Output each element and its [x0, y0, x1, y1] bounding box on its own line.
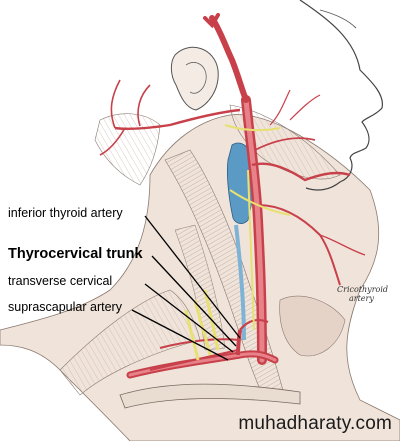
eye-line	[319, 9, 357, 29]
transverse-cervical-vessel	[159, 338, 240, 349]
ear	[170, 46, 219, 111]
label-inferior-thyroid-artery: inferior thyroid artery	[8, 206, 123, 220]
clavicle	[119, 383, 301, 409]
label-thyrocervical-trunk: Thyrocervical trunk	[8, 246, 143, 262]
thyrocervical-trunk-vessel	[236, 329, 242, 356]
pointer-thyrocervical	[151, 255, 237, 347]
trapezius-muscle	[59, 289, 201, 396]
label-cricothyroid-line2: artery	[349, 294, 374, 303]
superior-thyroid-artery	[257, 204, 341, 286]
label-cricothyroid-line1: Cricothyroid	[337, 285, 389, 294]
external-carotid-artery	[209, 15, 249, 103]
label-cricothyroid-artery: Cricothyroid artery	[337, 285, 388, 303]
face-outline	[299, 0, 384, 191]
label-transverse-cervical: transverse cervical	[8, 274, 113, 288]
occipital-branches	[99, 79, 151, 156]
thyroid-region	[279, 295, 346, 357]
pointer-transverse-cervical	[144, 283, 234, 353]
lingual-artery	[254, 137, 316, 151]
common-carotid-highlight	[243, 97, 265, 363]
cricothyroid-branch	[319, 234, 366, 256]
ear-inner	[185, 62, 207, 94]
label-suprascapular-artery: suprascapular artery	[8, 300, 122, 314]
vagus-nerve	[247, 169, 255, 331]
superficial-temporal-branch	[203, 13, 220, 29]
occipital-artery	[114, 108, 241, 130]
pointer-suprascapular	[131, 309, 229, 361]
cervical-nerves	[224, 124, 291, 216]
occipital-muscle	[94, 113, 161, 186]
facial-artery	[251, 162, 351, 182]
watermark-text: muhadharaty.com	[238, 413, 392, 434]
facial-branches	[269, 89, 321, 126]
pointer-inferior-thyroid	[144, 215, 241, 339]
